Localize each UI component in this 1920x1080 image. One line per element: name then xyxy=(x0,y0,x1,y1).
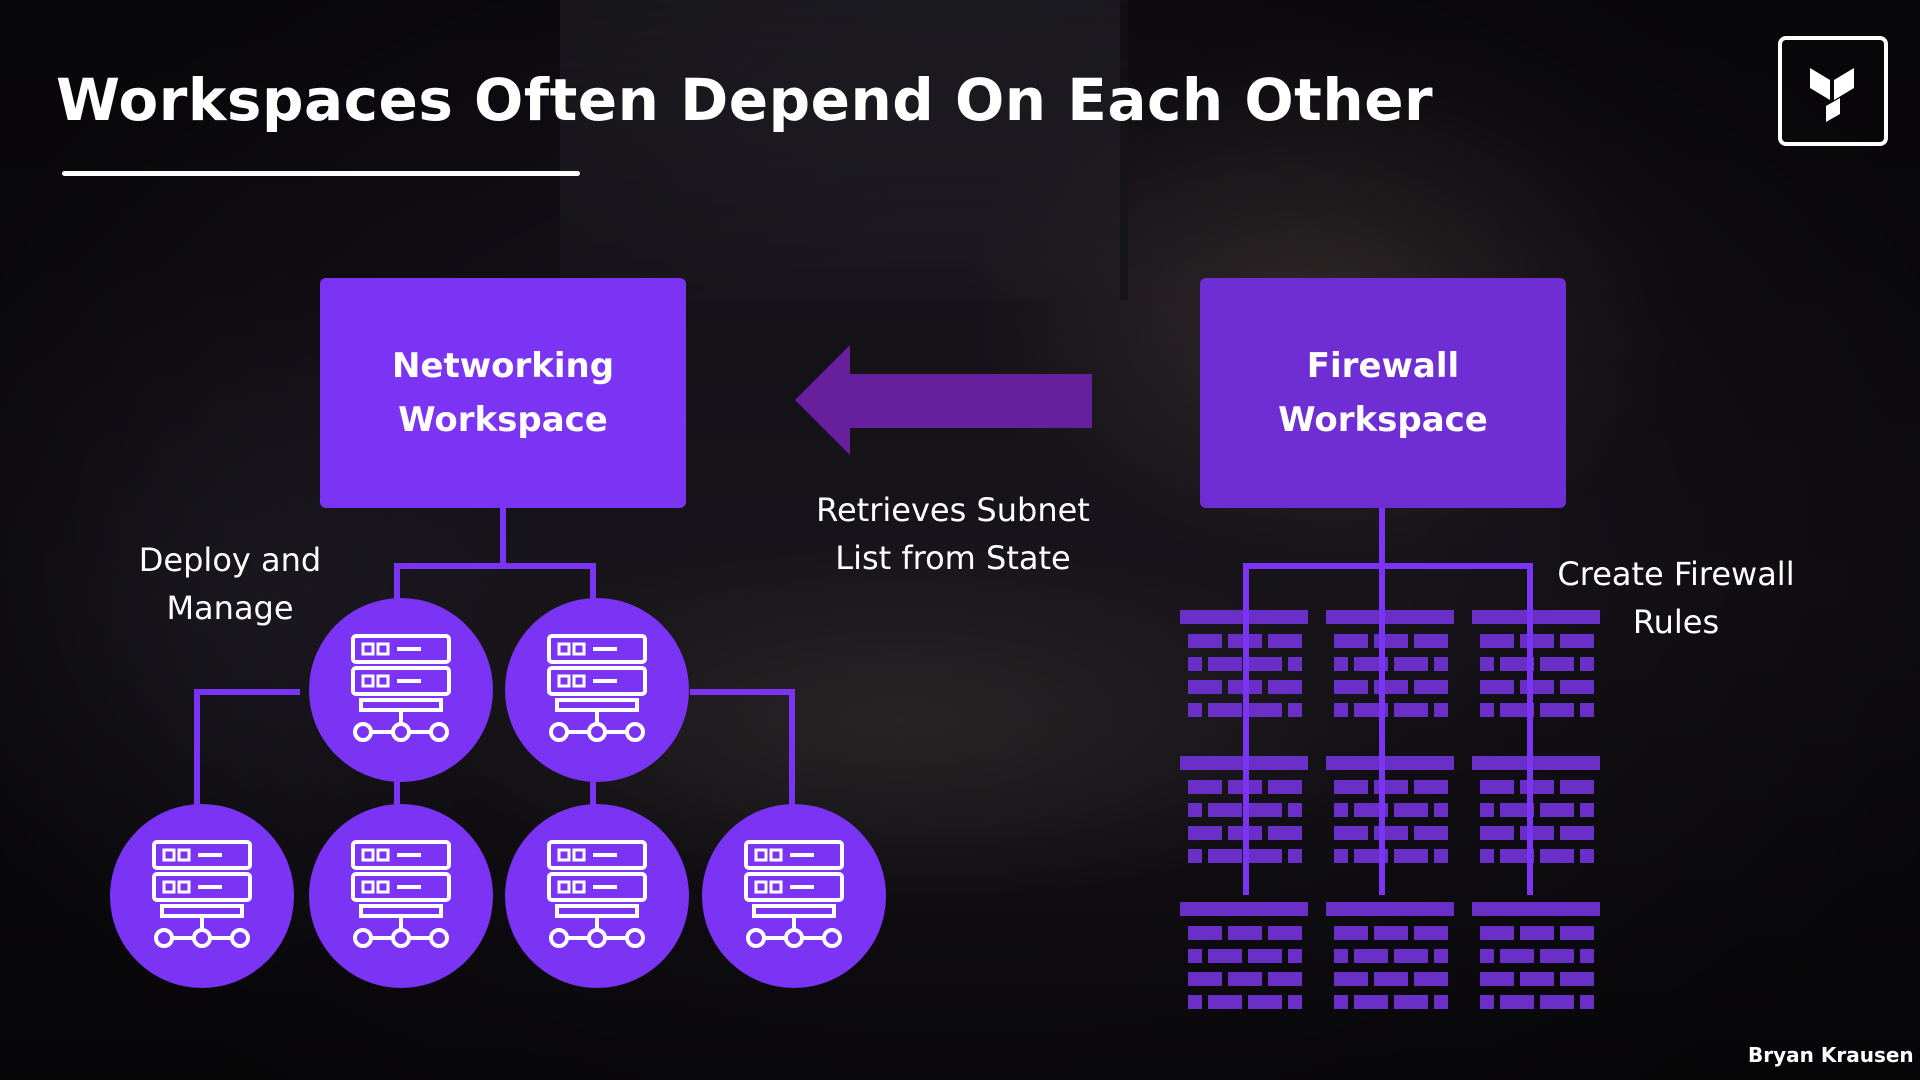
networking-workspace-label: Networking Workspace xyxy=(391,346,615,440)
brick-wall-icon xyxy=(1180,902,1308,1009)
brick-wall-icon xyxy=(1326,756,1454,863)
server-node xyxy=(110,804,294,988)
server-node xyxy=(505,804,689,988)
networking-workspace-box: Networking Workspace xyxy=(320,278,686,508)
brick-wall-icon xyxy=(1326,610,1454,717)
server-node xyxy=(309,598,493,782)
dependency-arrow xyxy=(795,345,1092,455)
deploy-manage-caption: Deploy and Manage xyxy=(138,541,322,627)
title-underline xyxy=(62,171,580,176)
create-firewall-caption: Create Firewall Rules xyxy=(1557,555,1795,641)
brick-wall-icon xyxy=(1326,902,1454,1009)
server-node xyxy=(505,598,689,782)
retrieves-subnet-caption: Retrieves Subnet List from State xyxy=(816,491,1090,577)
firewall-connectors xyxy=(1243,508,1533,895)
firewall-workspace-label: Firewall Workspace xyxy=(1278,346,1488,440)
terraform-logo-icon xyxy=(1778,36,1888,146)
firewall-workspace-box: Firewall Workspace xyxy=(1200,278,1566,508)
brick-wall-icon xyxy=(1472,902,1600,1009)
slide-title: Workspaces Often Depend On Each Other xyxy=(56,66,1434,134)
terraform-logo-shape xyxy=(1810,68,1854,122)
server-node xyxy=(309,804,493,988)
server-node xyxy=(702,804,886,988)
author-name: Bryan Krausen xyxy=(1748,1043,1914,1067)
networking-connectors xyxy=(194,508,795,810)
brick-wall-icon xyxy=(1472,756,1600,863)
